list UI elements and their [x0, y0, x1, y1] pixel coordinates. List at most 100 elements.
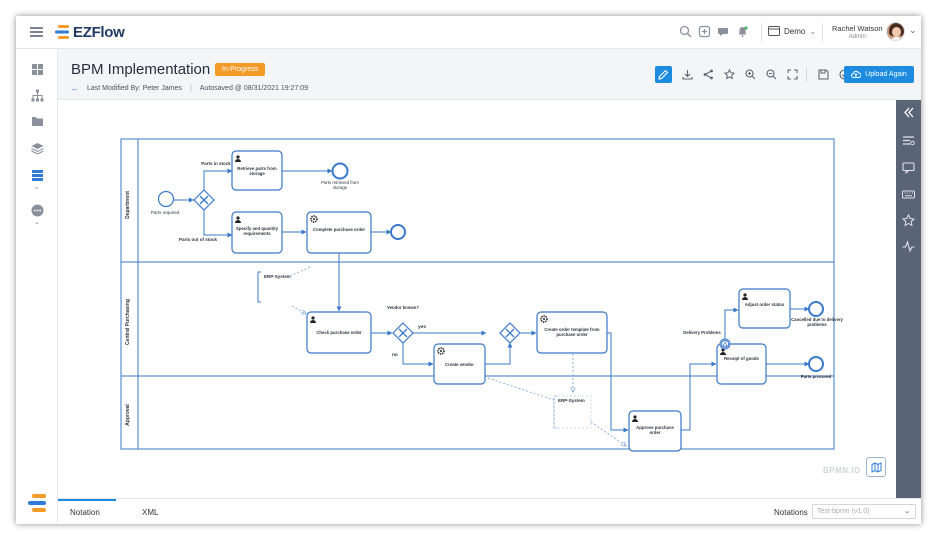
user-task[interactable] [231, 150, 283, 191]
top-icons [679, 25, 749, 38]
pool[interactable] [120, 138, 835, 450]
event-label: Parts required [151, 210, 180, 215]
more-icon[interactable] [31, 204, 44, 217]
notification-bell-icon[interactable] [736, 25, 749, 38]
back-arrow-icon[interactable]: ← [71, 84, 79, 93]
user-menu-chevron-icon[interactable]: ⌄ [909, 25, 917, 35]
exclusive-gateway[interactable] [392, 322, 414, 344]
layers-icon[interactable] [31, 142, 44, 155]
bpmn-diagram[interactable]: Department Central Purchasing Approval P… [58, 100, 896, 498]
end-event[interactable] [808, 301, 824, 317]
tab-notation[interactable]: Notation [70, 508, 100, 517]
user-task[interactable] [628, 410, 682, 452]
status-badge: In-Progress [215, 63, 266, 76]
notations-label: Notations [774, 508, 808, 517]
favorite-button[interactable] [721, 66, 738, 83]
org-chart-icon[interactable] [31, 89, 44, 102]
activity-icon[interactable] [902, 240, 915, 253]
exclusive-gateway[interactable] [499, 322, 521, 344]
top-separator [761, 23, 762, 43]
last-modified: Last Modified By: Peter James [87, 85, 182, 92]
diagram-canvas[interactable]: Department Central Purchasing Approval P… [58, 100, 896, 498]
workspace-switcher[interactable]: Demo ⌄ [768, 26, 816, 36]
active-tab-indicator [58, 499, 116, 501]
properties-icon[interactable] [902, 134, 915, 147]
add-box-icon[interactable] [698, 25, 711, 38]
task-label: Create order template from purchase orde… [544, 327, 600, 337]
notations-value: Test-bpmn (v1.0) [817, 508, 870, 515]
user-task[interactable] [716, 343, 767, 385]
task-label: Create vendor [445, 362, 474, 367]
folder-icon[interactable] [31, 115, 44, 128]
ezflow-mark-icon[interactable] [27, 493, 47, 513]
end-event[interactable] [808, 356, 824, 372]
zoom-in-button[interactable] [742, 66, 759, 83]
event-label: Parts procured [801, 374, 832, 379]
flow-label: Vendor known? [387, 305, 419, 310]
user-info[interactable]: Rachel Watson Admin [832, 24, 883, 42]
lane-label: Central Purchasing [125, 299, 131, 345]
top-bar: EZFlow Demo ⌄ Rachel Watson Admin ⌄ [16, 16, 921, 49]
end-event[interactable] [390, 224, 406, 240]
notations-select[interactable]: Test-bpmn (v1.0) ⌄ [812, 504, 916, 519]
workspace-icon [768, 26, 780, 36]
right-rail [896, 100, 921, 498]
lane-label: Department [125, 191, 131, 219]
avatar[interactable] [886, 22, 905, 41]
search-icon[interactable] [679, 25, 692, 38]
save-icon [818, 69, 829, 80]
zoom-out-icon [766, 69, 777, 80]
share-icon [703, 69, 713, 80]
top-separator-2 [822, 23, 823, 43]
app-name: EZFlow [73, 23, 125, 41]
page-title: BPM Implementation [71, 61, 211, 78]
start-event[interactable] [157, 190, 175, 208]
data-store[interactable] [553, 395, 592, 429]
minimap-toggle-button[interactable] [866, 457, 886, 477]
edit-button[interactable] [655, 66, 672, 83]
lane-label: Approval [125, 404, 131, 426]
database-icon[interactable] [31, 169, 44, 182]
fullscreen-button[interactable] [784, 66, 801, 83]
star-icon[interactable] [902, 214, 915, 227]
data-store-label: ERP-System [264, 274, 291, 279]
zoom-in-icon [745, 69, 756, 80]
download-icon [682, 70, 693, 80]
ezflow-logo-icon [55, 25, 69, 39]
download-button[interactable] [679, 66, 696, 83]
bottom-bar: Notation XML Notations Test-bpmn (v1.0) … [58, 498, 921, 524]
exclusive-gateway[interactable] [193, 189, 215, 211]
upload-again-button[interactable]: Upload Again [844, 66, 914, 83]
star-icon [724, 69, 735, 80]
menu-icon[interactable] [30, 27, 43, 37]
data-store[interactable] [257, 271, 261, 303]
flow-label: Parts in stock [201, 161, 231, 166]
zoom-out-button[interactable] [763, 66, 780, 83]
task-label: Complete purchase order [312, 227, 366, 232]
comment-icon[interactable] [902, 161, 915, 174]
share-button[interactable] [700, 66, 717, 83]
task-label: Adjust order status [744, 302, 785, 307]
app-logo[interactable]: EZFlow [54, 22, 125, 42]
flow-label: Delivery Problems [683, 330, 721, 335]
chevron-down-icon[interactable]: ⌄ [34, 219, 40, 226]
task-label: Receipt of goods [724, 356, 759, 361]
service-task[interactable] [306, 211, 372, 254]
flow-label: no [392, 353, 398, 358]
keyboard-icon[interactable] [902, 188, 915, 201]
toolbar-separator [806, 67, 807, 82]
flow-label: yes [418, 325, 426, 330]
pencil-icon [658, 69, 669, 80]
end-event[interactable] [331, 162, 349, 180]
task-label: Approve purchase order [636, 425, 674, 435]
save-button[interactable] [815, 66, 832, 83]
chevron-down-icon[interactable]: ⌄ [34, 184, 40, 191]
tab-xml[interactable]: XML [142, 508, 159, 517]
collapse-icon[interactable] [902, 106, 915, 119]
dashboard-icon[interactable] [31, 63, 44, 76]
chevron-down-icon: ⌄ [809, 26, 817, 36]
chat-icon[interactable] [717, 25, 730, 38]
task-label: Check purchase order [316, 330, 362, 335]
fullscreen-icon [787, 69, 798, 80]
upload-label: Upload Again [865, 71, 907, 78]
